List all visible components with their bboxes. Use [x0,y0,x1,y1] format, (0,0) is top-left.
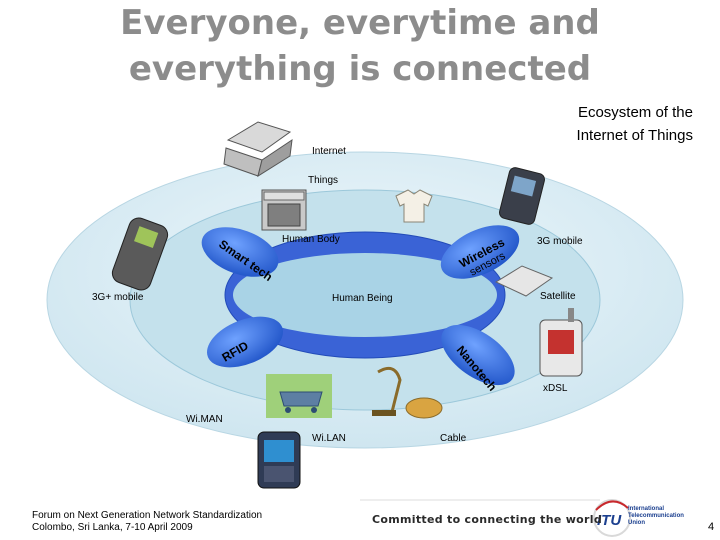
mobile-3g-label: 3G mobile [537,236,583,247]
tagline: Committed to connecting the world [372,513,603,526]
xdsl-phone-icon [539,308,583,377]
xdsl-label: xDSL [543,383,568,394]
shirt-icon [395,189,433,223]
mobile-phone-icon [111,217,169,291]
satellite-label: Satellite [540,291,576,302]
wilan-label: Wi.LAN [312,433,346,444]
shopping-cart-icon [266,374,332,418]
itu-line-1: International [628,506,665,512]
satellite-card-icon [494,265,554,297]
pda-icon [499,167,545,225]
event-line-2: Colombo, Sri Lanka, 7-10 April 2009 [32,522,193,533]
rfid-petal: RFID [207,316,283,368]
things-label: Things [308,175,338,186]
human-being-label: Human Being [332,293,393,304]
svg-text:ITU: ITU [597,512,622,529]
event-info: Forum on Next Generation Network Standar… [32,510,262,534]
slide-title: Everyone, everytime and everything is co… [0,0,720,92]
stove-icon [261,189,307,231]
subtitle-line-2: Internet of Things [577,127,693,144]
itu-line-3: Union [628,520,645,526]
title-line-1: Everyone, everytime and [120,3,600,43]
wiman-label: Wi.MAN [186,414,223,425]
cable-label: Cable [440,433,467,444]
itu-name-text: International Telecommunication Union [628,506,684,527]
subtitle-line-1: Ecosystem of the [578,104,693,121]
vacuum-cleaner-icon [372,366,443,419]
laptop-icon [223,121,293,178]
itu-logo: ITU [593,499,631,537]
event-line-1: Forum on Next Generation Network Standar… [32,510,263,521]
title-line-2: everything is connected [128,49,592,89]
mobile-3g-plus-label: 3G+ mobile [92,292,144,303]
itu-line-2: Telecommunication [628,513,684,519]
human-being-core [233,253,497,337]
smartphone-icon [257,431,301,489]
human-body-label: Human Body [282,234,340,245]
internet-label: Internet [312,146,346,157]
page-number: 4 [708,521,715,533]
